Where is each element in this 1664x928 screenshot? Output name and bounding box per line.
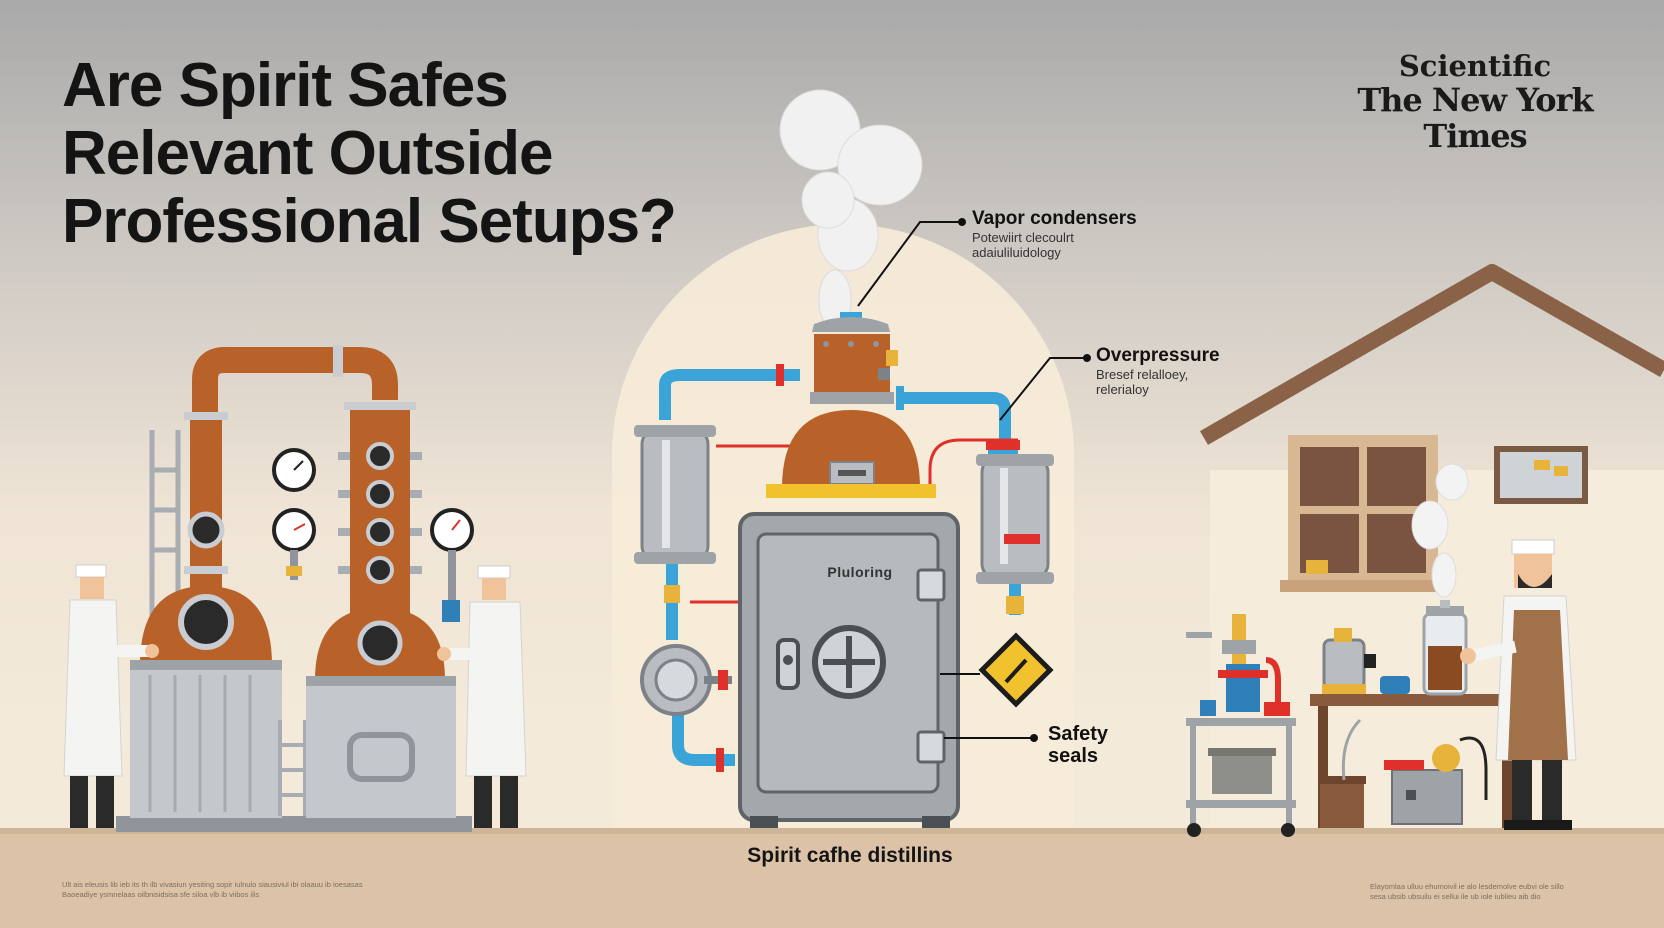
spirit-safe-apparatus [634, 89, 1091, 828]
callout-overpressure-sub-2: relerialoy [1096, 382, 1149, 397]
callout-vapor-condensers: Vapor condensers Potewiirt clecoulrt ada… [972, 208, 1137, 260]
home-cart [1186, 614, 1296, 837]
steam-plume [779, 89, 923, 331]
home-table [1310, 600, 1518, 828]
callout-vapor-title: Vapor condensers [972, 208, 1137, 229]
warning-sign [978, 632, 1054, 708]
distiller-right [437, 565, 527, 828]
floor [0, 828, 1664, 928]
home-distiller [1460, 539, 1577, 830]
fineprint-right-line-1: Elayomlaa ulluu ehumoivil ie alo lesdemo… [1370, 882, 1564, 891]
home-steam [1411, 463, 1469, 598]
headline-line-3: Professional Setups? [62, 187, 677, 257]
pressure-gauge-1 [272, 448, 316, 492]
center-caption: Spirit cafhe distillins [747, 844, 953, 867]
leader-overpressure [999, 357, 1085, 421]
professional-stills [63, 345, 527, 832]
callout-overpressure: Overpressure Bresef relalloey, relerialo… [1096, 345, 1220, 397]
fineprint-left-line-1: Ult ais eleusis lib ieb its th ilb vivas… [62, 880, 363, 889]
leader-vapor [857, 221, 960, 307]
left-condenser [634, 425, 716, 603]
fineprint-right-line-2: sesa ubsib ubsuilu ei sellui ile ub iole… [1370, 892, 1541, 901]
callout-safety-seals: Safety seals [1048, 723, 1108, 767]
safe-door-label: Pluloring [827, 564, 893, 580]
callout-vapor-sub-2: adaiuliluidology [972, 245, 1061, 260]
pressure-gauge-2 [272, 508, 316, 580]
headline: Are Spirit Safes Relevant Outside Profes… [62, 51, 782, 257]
callout-safety-line-2: seals [1048, 745, 1099, 767]
house [1200, 264, 1664, 828]
right-condenser [976, 440, 1054, 614]
masthead-line-2: The New York Times [1357, 81, 1593, 155]
house-window [1280, 435, 1446, 592]
distiller-left [63, 564, 159, 828]
headline-line-1: Are Spirit Safes [62, 51, 509, 120]
callout-overpressure-title: Overpressure [1096, 345, 1220, 366]
masthead-line-1: Scientific [1398, 49, 1552, 83]
pressure-wheel [640, 644, 732, 716]
callout-overpressure-sub-1: Bresef relalloey, [1096, 367, 1189, 382]
publication-masthead: Scientific The New York Times [1320, 50, 1630, 154]
wall-frame [1494, 446, 1588, 504]
fineprint-right: Elayomlaa ulluu ehumoivil ie alo lesdemo… [1370, 882, 1564, 902]
callout-safety-line-1: Safety [1048, 723, 1109, 745]
headline-line-2: Relevant Outside [62, 119, 553, 189]
fineprint-left: Ult ais eleusis lib ieb its th ilb vivas… [62, 880, 363, 900]
home-distilling-setup [1186, 463, 1577, 837]
fineprint-left-line-2: Baoeadiye ysmnelaas oilbnisidsisa sfe si… [62, 890, 260, 899]
pressure-gauge-3 [430, 508, 474, 622]
callout-vapor-sub-1: Potewiirt clecoulrt [972, 230, 1074, 245]
spirit-safe-box [738, 512, 960, 828]
